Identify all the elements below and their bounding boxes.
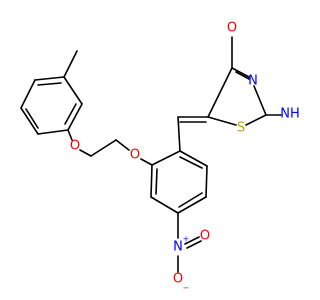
bond-c4-n3 <box>231 67 250 78</box>
bond-t5-t6 <box>63 76 83 105</box>
bond-t3-t4 <box>20 79 36 109</box>
bond-c5-c4 <box>207 67 233 118</box>
bond-t6-t1 <box>67 103 83 131</box>
bond-t1-t2 <box>37 129 69 135</box>
atom-o-nitro-top: O <box>200 229 210 244</box>
atom-labels: O N S NH O O N + O O − <box>70 21 300 293</box>
bond-ar4-ar5 <box>177 196 207 214</box>
bond-s1-c5 <box>207 116 237 126</box>
bond-ar2-ar3 <box>150 164 153 198</box>
atom-s-ring: S <box>237 121 245 136</box>
bond-ch2b-o <box>79 149 92 157</box>
atom-n-nitro: N <box>173 240 183 255</box>
bond-o-tolyl <box>67 129 73 141</box>
atom-nh-label: NH <box>280 107 300 122</box>
bond-t5-methyl <box>63 50 78 78</box>
charge-o-nitro: − <box>183 284 190 293</box>
bond-ar1-ar2 <box>151 150 181 166</box>
bond-ar6-ar1-inner <box>179 156 203 169</box>
bond-t4-t5-inner <box>37 82 62 86</box>
atom-o-carbonyl: O <box>227 21 237 36</box>
bond-t2-t3-inner <box>25 108 39 129</box>
bond-t2-t3 <box>20 107 39 135</box>
atom-nh-amine: NH <box>280 107 300 122</box>
bond-ar5-ar6 <box>205 165 208 198</box>
bond-o-ch2a <box>115 139 130 151</box>
atom-o-ether-tolyl: O <box>70 139 80 154</box>
bond-ch2a-ch2b <box>90 139 117 157</box>
bond-n-o-top-double <box>186 240 202 249</box>
atom-o-nitro-bottom: O <box>173 272 183 287</box>
bond-n-o-top <box>184 236 200 245</box>
bond-c2-s1 <box>245 114 267 126</box>
bond-ar2-o <box>140 158 153 166</box>
bond-ch-aryl <box>177 116 181 152</box>
bond-ar4-ar5-inner <box>178 192 203 208</box>
bond-n3-c2 <box>253 85 267 116</box>
bonds <box>20 36 282 273</box>
bond-t4-t5 <box>34 76 65 81</box>
structure-drawing: O N S NH O O N + O O − <box>20 21 300 293</box>
bond-ar3-ar4 <box>150 196 179 214</box>
bond-ar6-ar1 <box>179 150 208 167</box>
bond-ar2-ar3-inner <box>155 168 158 195</box>
atom-n-ring: N <box>248 74 258 89</box>
bond-t6-t1-inner <box>64 103 77 125</box>
atom-o-ether-aryl: O <box>130 148 140 163</box>
bond-c4-n3-double <box>235 71 250 80</box>
charge-n-nitro: + <box>183 235 190 244</box>
molecule-canvas: O N S NH O O N + O O − <box>20 21 300 293</box>
